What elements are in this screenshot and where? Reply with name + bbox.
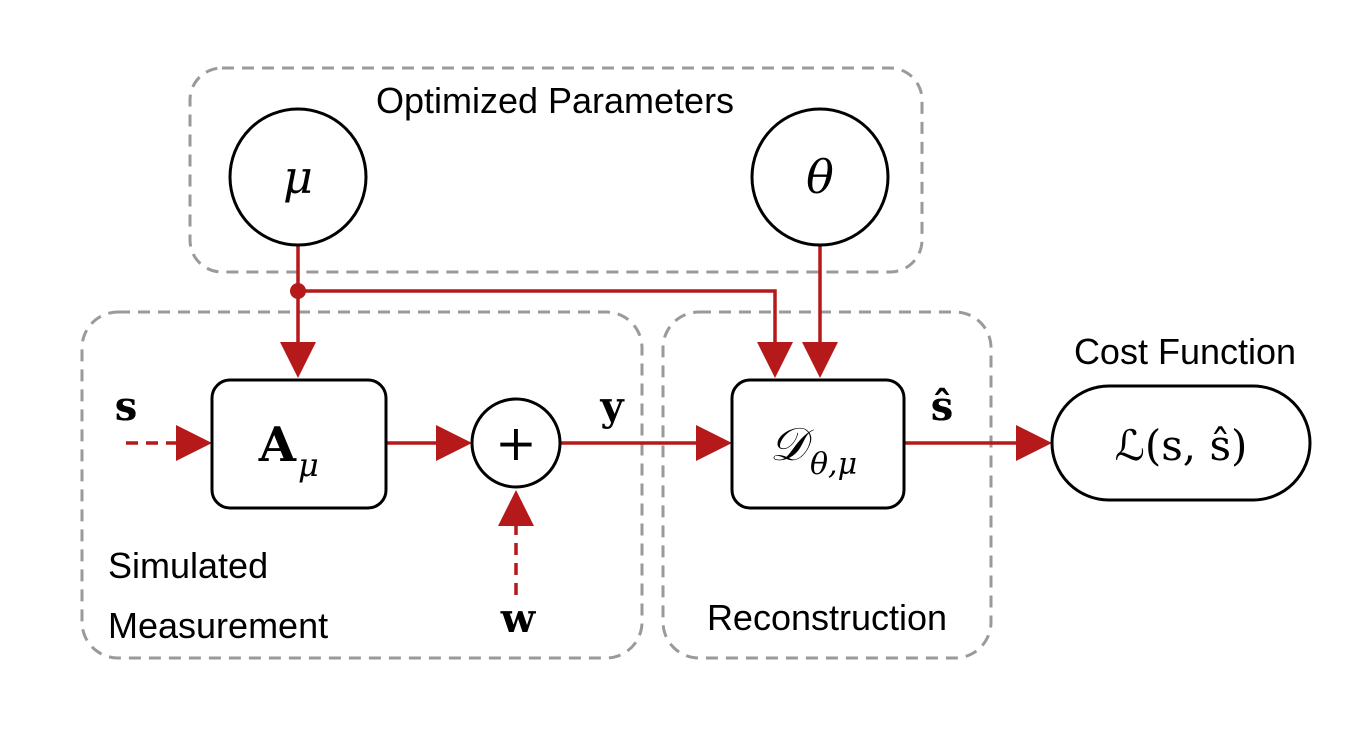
node-mu bbox=[228, 107, 368, 247]
node-loss bbox=[1050, 384, 1312, 502]
arrowhead-d-top-right bbox=[802, 342, 838, 378]
node-a-mu-subscript: μ bbox=[298, 446, 319, 484]
node-plus bbox=[470, 397, 562, 489]
junction-dot bbox=[290, 283, 306, 299]
node-decoder bbox=[730, 378, 906, 510]
signal-y: y bbox=[599, 383, 625, 430]
node-theta bbox=[750, 107, 890, 247]
group-optimized-parameters bbox=[188, 66, 924, 274]
label-optimized-parameters: Optimized Parameters bbox=[376, 80, 734, 121]
group-simulated-measurement bbox=[80, 310, 644, 660]
group-reconstruction bbox=[661, 310, 993, 660]
node-theta-label: θ bbox=[806, 150, 834, 204]
arrowhead-plus-bottom bbox=[498, 490, 534, 526]
arrowhead-loss-left bbox=[1016, 425, 1052, 461]
signal-s-hat: ŝ bbox=[931, 383, 954, 430]
node-mu-label: μ bbox=[283, 150, 313, 204]
node-a-mu-label: A bbox=[258, 417, 297, 473]
arrowhead-a-left bbox=[176, 425, 212, 461]
signal-s: s bbox=[115, 383, 138, 430]
node-decoder-subscript: θ,μ bbox=[810, 447, 857, 482]
arrowhead-plus-left bbox=[436, 425, 472, 461]
node-loss-label: ℒ(s, ŝ) bbox=[1115, 421, 1248, 470]
label-cost-function: Cost Function bbox=[1074, 331, 1296, 372]
node-plus-label: + bbox=[495, 414, 537, 472]
arrowheads bbox=[176, 342, 1052, 526]
label-reconstruction: Reconstruction bbox=[707, 597, 947, 638]
arrowhead-d-top-left bbox=[757, 342, 793, 378]
edge-mu-to-d bbox=[298, 289, 777, 358]
signal-w: w bbox=[500, 595, 537, 642]
connectors bbox=[126, 246, 1032, 595]
label-simulated-line2: Measurement bbox=[108, 605, 328, 646]
node-a-mu bbox=[210, 378, 388, 510]
label-simulated-line1: Simulated bbox=[108, 545, 268, 586]
arrowhead-d-left bbox=[696, 425, 732, 461]
arrowhead-a-top bbox=[280, 342, 316, 378]
